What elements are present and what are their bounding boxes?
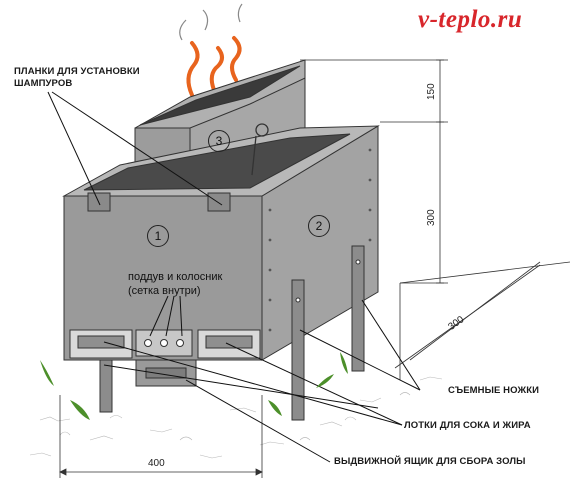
label-blower-1: поддув и колосник [128, 271, 223, 283]
main-body [62, 125, 380, 361]
dim-width: 400 [148, 458, 165, 469]
dim-top-height: 150 [426, 83, 437, 100]
callout-1: 1 [147, 225, 169, 247]
label-skewer-slats-1: ПЛАНКИ ДЛЯ УСТАНОВКИ [14, 66, 140, 77]
dimension-lines [59, 59, 571, 478]
label-removable-legs: СЪЕМНЫЕ НОЖКИ [448, 385, 540, 396]
callout-2: 2 [308, 215, 330, 237]
site-watermark: v-teplo.ru [418, 6, 523, 33]
smoke-lines [179, 3, 243, 41]
handle-icon [251, 123, 269, 176]
label-skewer-slats-2: ШАМПУРОВ [14, 78, 73, 89]
callout-3: 3 [208, 130, 230, 152]
removable-legs [99, 245, 365, 421]
label-juice-trays: ЛОТКИ ДЛЯ СОКА И ЖИРА [404, 420, 531, 431]
leader-lines [47, 91, 421, 463]
ground-texture [29, 376, 443, 459]
front-openings [69, 329, 261, 387]
label-blower-2: (сетка внутри) [128, 285, 201, 297]
label-ash-drawer: ВЫДВИЖНОЙ ЯЩИК ДЛЯ СБОРА ЗОЛЫ [334, 456, 526, 467]
dim-body-height: 300 [426, 209, 437, 226]
grass-icons [40, 352, 348, 420]
flame-icons [186, 36, 242, 97]
